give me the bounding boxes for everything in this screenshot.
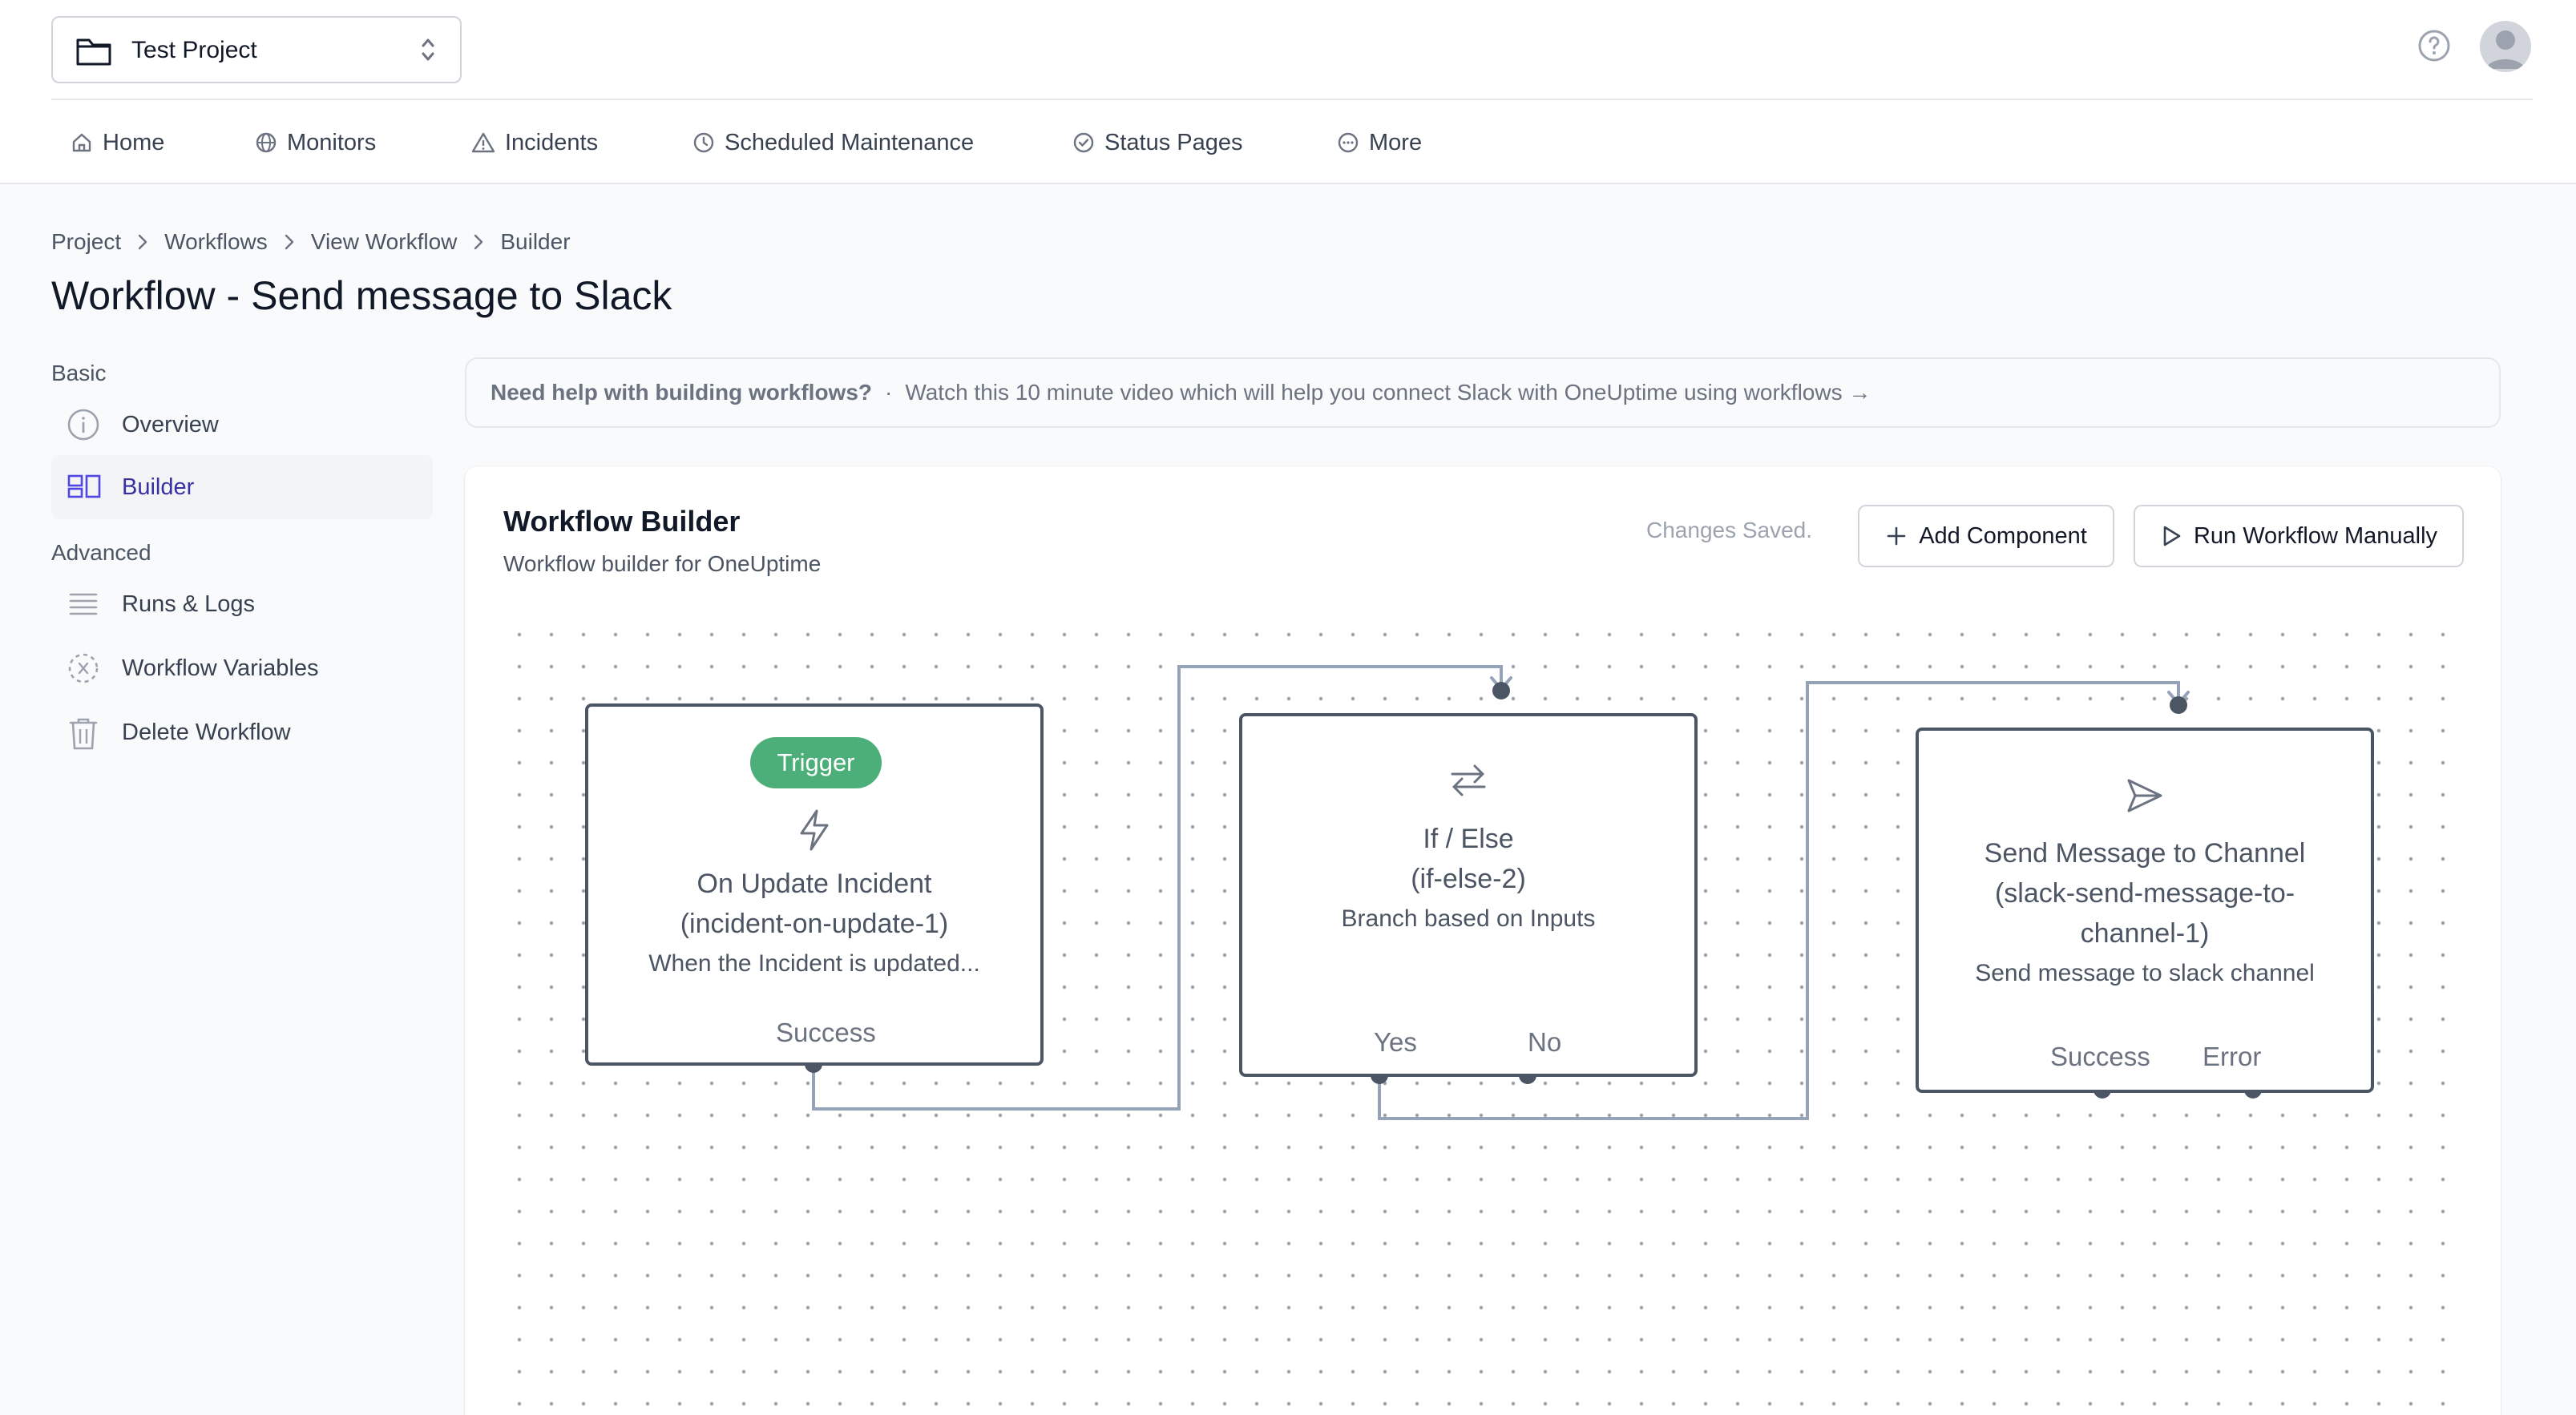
breadcrumb: Project Workflows View Workflow Builder (51, 226, 571, 258)
play-icon (2163, 526, 2181, 546)
nav-monitors-label: Monitors (287, 129, 377, 155)
home-icon (72, 133, 91, 152)
check-circle-icon (1073, 132, 1094, 153)
nav-home-label: Home (103, 129, 165, 155)
sidebar-item-builder-label: Builder (122, 474, 195, 500)
help-banner-title: Need help with building workflows? (491, 380, 872, 405)
edge-if-else-to-slack (1378, 681, 2180, 1120)
nav-more[interactable]: More (1337, 125, 1422, 160)
node-trigger-description: When the Incident is updated... (648, 950, 980, 977)
swap-arrows-icon (1451, 764, 1486, 796)
help-banner-separator: · (885, 380, 893, 405)
breadcrumb-view-workflow[interactable]: View Workflow (310, 229, 458, 254)
sidebar-item-builder[interactable]: Builder (51, 455, 433, 519)
nav-monitors[interactable]: Monitors (255, 125, 376, 160)
changes-saved-status: Changes Saved. (1646, 518, 1813, 542)
bolt-icon (800, 809, 829, 851)
node-slack-title: Send Message to Channel (1984, 838, 2306, 869)
topbar-divider (51, 99, 2533, 100)
nav-scheduled-maintenance-label: Scheduled Maintenance (725, 129, 975, 155)
workflow-node-if-else[interactable]: If / Else (if-else-2) Branch based on In… (1239, 713, 1698, 1077)
chevron-up-down-icon (422, 38, 434, 61)
avatar[interactable] (2480, 21, 2531, 72)
nav-incidents[interactable]: Incidents (471, 125, 598, 160)
breadcrumb-workflows[interactable]: Workflows (164, 229, 268, 254)
chevron-right-icon (285, 234, 293, 250)
sidebar-item-workflow-variables[interactable]: Workflow Variables (51, 636, 433, 700)
clock-icon (693, 132, 714, 153)
run-workflow-manually-button[interactable]: Run Workflow Manually (2134, 505, 2464, 567)
port-label-success: Success (776, 1018, 876, 1047)
page-title: Workflow - Send message to Slack (51, 273, 672, 318)
port-slack-in (2170, 696, 2187, 714)
chevron-right-icon (474, 234, 483, 250)
help-icon[interactable] (2417, 29, 2451, 62)
port-label-error: Error (2203, 1042, 2262, 1071)
breadcrumb-builder[interactable]: Builder (500, 229, 571, 254)
sidebar-item-runs-logs[interactable]: Runs & Logs (51, 572, 433, 636)
user-avatar-icon (2486, 30, 2525, 69)
sidebar-item-overview-label: Overview (122, 412, 219, 437)
sidebar-item-overview[interactable]: Overview (51, 393, 433, 457)
help-banner-link[interactable]: Watch this 10 minute video which will he… (905, 380, 1871, 405)
variable-icon (68, 653, 99, 683)
add-component-button[interactable]: Add Component (1858, 505, 2114, 567)
node-slack-id-line2: channel-1) (2080, 918, 2210, 949)
builder-title: Workflow Builder (503, 505, 741, 538)
port-label-no: No (1528, 1027, 1562, 1057)
node-if-else-id: (if-else-2) (1411, 864, 1526, 894)
sidebar-item-workflow-variables-label: Workflow Variables (122, 655, 319, 681)
node-slack-id-line1: (slack-send-message-to- (1994, 878, 2295, 909)
port-if-else-in (1492, 682, 1510, 699)
node-if-else-description: Branch based on Inputs (1341, 905, 1596, 932)
node-trigger-title: On Update Incident (696, 869, 932, 899)
alert-triangle-icon (471, 132, 495, 153)
sidebar-item-delete-workflow[interactable]: Delete Workflow (51, 700, 433, 764)
node-slack-description: Send message to slack channel (1975, 960, 2315, 986)
breadcrumb-project[interactable]: Project (51, 229, 122, 254)
folder-icon (76, 38, 111, 66)
port-label-yes: Yes (1374, 1027, 1417, 1057)
edge-trigger-to-if-else (812, 665, 1503, 1111)
list-icon (69, 593, 98, 615)
nav-incidents-label: Incidents (505, 129, 599, 155)
send-icon (2127, 779, 2162, 812)
nav-home[interactable]: Home (71, 125, 164, 160)
project-name: Test Project (131, 37, 257, 63)
sidebar-item-runs-logs-label: Runs & Logs (122, 591, 256, 617)
chevron-right-icon (138, 234, 147, 250)
port-label-success: Success (2050, 1042, 2150, 1071)
nav-status-pages-label: Status Pages (1104, 129, 1243, 155)
builder-icon (67, 474, 101, 498)
sidebar-section-advanced: Advanced (51, 540, 151, 565)
workflow-builder-card: Workflow Builder Workflow builder for On… (465, 466, 2501, 1415)
node-if-else-title: If / Else (1423, 824, 1514, 854)
nav-status-pages[interactable]: Status Pages (1072, 125, 1243, 160)
node-trigger-id: (incident-on-update-1) (680, 909, 949, 939)
run-workflow-label: Run Workflow Manually (2193, 522, 2438, 549)
nav-scheduled-maintenance[interactable]: Scheduled Maintenance (692, 125, 974, 160)
workflow-node-trigger[interactable]: Trigger On Update Incident (incident-on-… (585, 703, 1044, 1066)
project-selector[interactable]: Test Project (51, 16, 462, 83)
trash-icon (69, 718, 98, 750)
info-icon (67, 409, 99, 441)
sidebar-item-delete-workflow-label: Delete Workflow (122, 720, 291, 745)
more-circle-icon (1338, 132, 1359, 153)
add-component-label: Add Component (1919, 522, 2087, 549)
top-bar: Test Project Home Monitors (0, 0, 2576, 184)
globe-icon (256, 132, 277, 153)
workflow-node-slack-send-message[interactable]: Send Message to Channel (slack-send-mess… (1916, 728, 2374, 1093)
nav-more-label: More (1369, 129, 1423, 155)
plus-icon (1887, 526, 1906, 546)
workflow-canvas[interactable]: Trigger On Update Incident (incident-on-… (503, 619, 2462, 1415)
trigger-badge: Trigger (750, 737, 882, 788)
help-banner[interactable]: Need help with building workflows? · Wat… (465, 357, 2501, 428)
builder-subtitle: Workflow builder for OneUptime (503, 551, 822, 576)
sidebar-section-basic: Basic (51, 361, 107, 385)
